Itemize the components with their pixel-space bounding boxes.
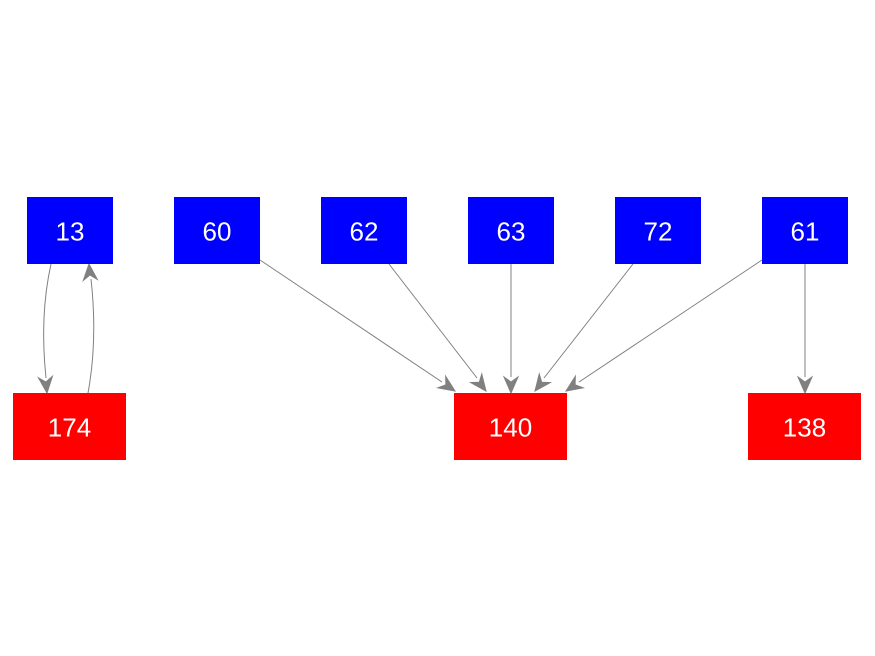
node-13: 13	[27, 197, 113, 264]
node-label: 61	[791, 217, 820, 247]
arrowhead-icon	[796, 375, 814, 395]
edge-174-13	[82, 262, 99, 394]
node-label: 63	[497, 217, 526, 247]
nodes-layer: 13 60 62 63 72 61 174 140 138	[13, 197, 861, 460]
edge-63-140	[502, 264, 520, 395]
node-label: 138	[783, 413, 826, 443]
node-62: 62	[321, 197, 407, 264]
node-label: 13	[56, 217, 85, 247]
edge-line	[578, 259, 763, 383]
edge-61-140	[564, 259, 763, 392]
node-box	[174, 197, 260, 264]
node-box	[748, 393, 861, 460]
node-box	[321, 197, 407, 264]
node-box	[27, 197, 113, 264]
edge-61-138	[796, 264, 814, 395]
arrowhead-icon	[37, 374, 54, 395]
arrowhead-icon	[468, 372, 487, 392]
edge-62-140	[388, 263, 487, 392]
edge-72-140	[534, 263, 634, 392]
node-box	[468, 197, 554, 264]
edge-13-174	[37, 263, 54, 395]
edge-line	[543, 263, 634, 379]
node-box	[615, 197, 701, 264]
edges-layer	[37, 259, 814, 395]
arrowhead-icon	[82, 262, 99, 283]
edge-line	[259, 259, 443, 383]
edge-line	[87, 278, 95, 394]
node-box	[762, 197, 848, 264]
node-label: 174	[48, 413, 91, 443]
node-60: 60	[174, 197, 260, 264]
arrowhead-icon	[435, 374, 457, 392]
edge-line	[43, 263, 52, 379]
node-label: 140	[489, 413, 532, 443]
node-box	[13, 393, 126, 460]
node-label: 62	[350, 217, 379, 247]
node-box	[454, 393, 567, 460]
node-label: 60	[203, 217, 232, 247]
node-138: 138	[748, 393, 861, 460]
node-61: 61	[762, 197, 848, 264]
node-174: 174	[13, 393, 126, 460]
arrowhead-icon	[502, 375, 520, 395]
node-72: 72	[615, 197, 701, 264]
arrowhead-icon	[564, 374, 586, 392]
edge-line	[388, 263, 478, 379]
node-63: 63	[468, 197, 554, 264]
node-140: 140	[454, 393, 567, 460]
node-label: 72	[644, 217, 673, 247]
edge-60-140	[259, 259, 457, 392]
arrowhead-icon	[534, 372, 553, 392]
